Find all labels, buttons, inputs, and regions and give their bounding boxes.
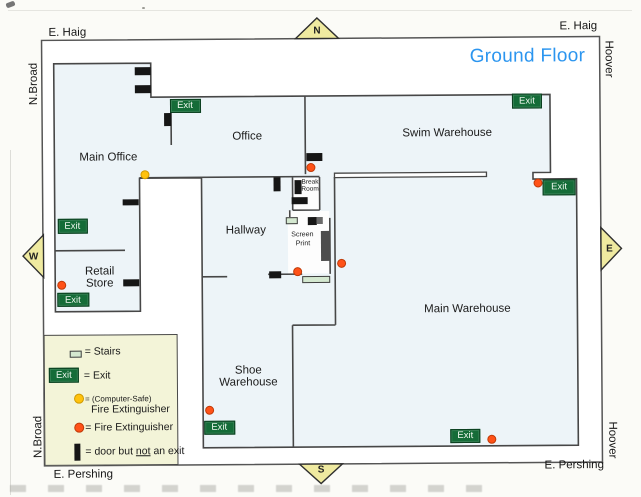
stairs-marker (285, 217, 298, 224)
door-marker (122, 198, 139, 206)
exit-sign-retail-store: Exit (56, 292, 89, 307)
room-label-screen-print-line2: Print (295, 240, 311, 248)
compass-west-shape (22, 233, 45, 280)
compass-east-label: E (606, 242, 613, 255)
door-marker (134, 67, 151, 75)
legend-computer-safe-label: = (Computer-Safe) (85, 393, 152, 404)
compass-north-label: N (313, 25, 321, 37)
legend-exit-symbol: Exit (48, 367, 79, 383)
door-marker (307, 216, 317, 226)
exit-sign-main-warehouse: Exit (450, 428, 481, 443)
fire-extinguisher-dot (336, 258, 346, 268)
door-marker (134, 85, 151, 93)
room-label-screen-print-line1: Screen (291, 231, 314, 239)
room-label-retail-line1: Retail (84, 265, 115, 278)
exit-sign-east: Exit (542, 179, 576, 195)
screen-print-floor (287, 210, 330, 274)
legend-stairs-label: = Stairs (84, 345, 121, 358)
legend-fire-extinguisher-label: = Fire Extinguisher (85, 421, 174, 434)
gray-fixture-tall (320, 230, 331, 261)
door-marker (294, 179, 302, 194)
fire-extinguisher-dot (305, 162, 315, 172)
compass-south-shape (297, 463, 345, 485)
exit-sign-swim-warehouse: Exit (511, 92, 543, 109)
room-label-main-office: Main Office (79, 151, 138, 164)
street-e-haig-right: E. Haig (559, 20, 598, 33)
room-label-main-warehouse: Main Warehouse (424, 302, 511, 316)
room-label-retail-line2: Store (85, 277, 114, 290)
legend-door-symbol (73, 443, 81, 461)
room-label-break-room-line2: Room (301, 185, 319, 193)
room-label-hallway: Hallway (225, 224, 267, 237)
door-marker (272, 177, 281, 192)
legend-door-label: = door but not an exit (85, 444, 185, 458)
double-wall (333, 171, 488, 179)
street-hoover-top: Hoover (602, 40, 615, 78)
door-marker (269, 270, 282, 278)
room-label-office: Office (232, 130, 263, 143)
exit-sign-main-office: Exit (57, 218, 88, 234)
fire-extinguisher-dot (486, 434, 496, 444)
page-title: Ground Floor (469, 45, 586, 67)
door-marker (163, 113, 171, 127)
door-marker (291, 196, 308, 204)
street-e-pershing-left: E. Pershing (53, 468, 114, 481)
compass-north-shape (293, 17, 341, 40)
legend: = Stairs Exit = Exit = (Computer-Safe) F… (43, 333, 184, 466)
street-e-pershing-right: E. Pershing (544, 459, 605, 472)
room-label-swim-warehouse: Swim Warehouse (402, 126, 493, 140)
legend-exit-label: = Exit (83, 369, 111, 382)
computer-safe-extinguisher-dot (139, 169, 149, 179)
street-n-broad-bottom: N.Broad (32, 415, 45, 459)
stairs-marker (302, 275, 331, 284)
street-hoover-bottom: Hoover (606, 421, 619, 459)
fire-extinguisher-dot (204, 405, 214, 415)
door-marker (305, 152, 322, 161)
street-n-broad-top: N.Broad (27, 62, 40, 106)
exit-sign-shoe-warehouse: Exit (203, 420, 235, 435)
legend-computer-safe-symbol (73, 393, 84, 404)
fire-extinguisher-dot (292, 266, 302, 276)
compass-west-label: W (28, 250, 39, 263)
fire-extinguisher-dot (56, 280, 66, 290)
compass-east-shape (600, 225, 623, 272)
fire-extinguisher-dot (533, 177, 543, 188)
room-label-shoe-line2: Warehouse (219, 376, 278, 389)
legend-stairs-symbol (69, 350, 82, 358)
room-label-shoe-line1: Shoe (234, 364, 262, 377)
gray-fixture (316, 216, 323, 225)
compass-south-label: S (317, 464, 325, 476)
legend-computer-safe-label2: Fire Extinguisher (91, 402, 170, 416)
street-e-haig-left: E. Haig (48, 26, 87, 39)
legend-fire-extinguisher-symbol (73, 422, 84, 433)
door-marker (123, 279, 140, 286)
exit-sign-office: Exit (169, 98, 201, 113)
